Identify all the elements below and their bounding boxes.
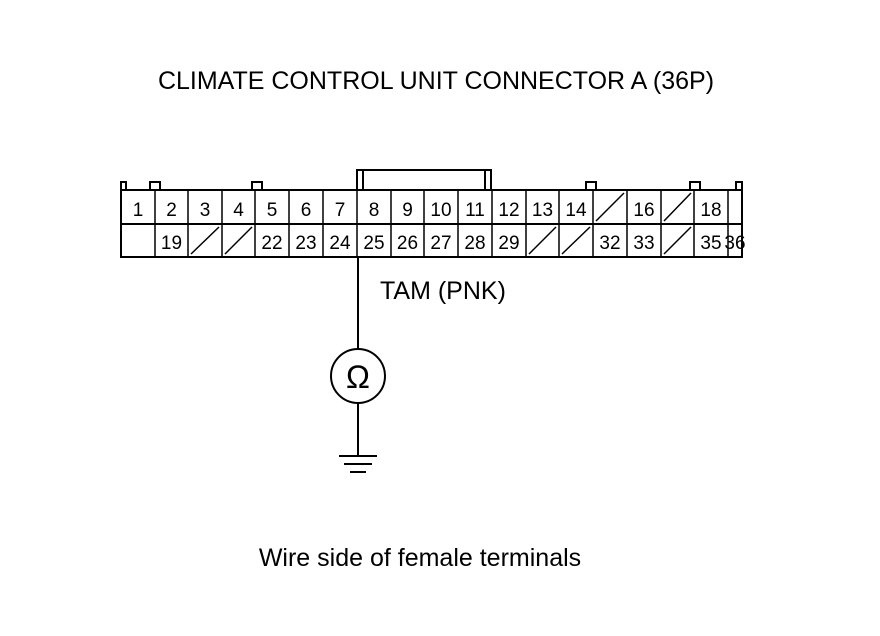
terminal-number: 6	[301, 200, 312, 221]
terminal-number: 32	[599, 233, 620, 254]
terminal-number: 10	[430, 200, 451, 221]
terminal-number: 24	[329, 233, 351, 254]
terminal-number: 3	[200, 200, 211, 221]
terminal-number: 35	[700, 233, 721, 254]
diagram-title: CLIMATE CONTROL UNIT CONNECTOR A (36P)	[158, 67, 714, 95]
terminal-number: 27	[430, 233, 451, 254]
ohmmeter-icon: Ω	[330, 348, 386, 404]
terminal-number: 12	[498, 200, 519, 221]
terminal-number: 2	[166, 200, 177, 221]
ground-icon	[339, 455, 377, 473]
terminal-number: 5	[267, 200, 278, 221]
terminal-number: 13	[532, 200, 553, 221]
terminal-number: 4	[233, 200, 244, 221]
terminal-number: 18	[700, 200, 721, 221]
blank-terminal-slash	[663, 226, 692, 255]
blank-terminal-slash	[528, 226, 557, 255]
terminal-number: 26	[397, 233, 418, 254]
caption: Wire side of female terminals	[259, 544, 581, 572]
blank-terminal-slash	[663, 192, 692, 222]
terminal-number: 14	[565, 200, 587, 221]
wire-label: TAM (PNK)	[380, 277, 506, 305]
terminal-number: 36	[724, 233, 745, 254]
terminal-number: 23	[295, 233, 316, 254]
terminal-number: 22	[261, 233, 282, 254]
terminal-number: 1	[133, 200, 144, 221]
terminal-number: 28	[464, 233, 485, 254]
terminal-number: 8	[369, 200, 380, 221]
blank-terminal-slash	[224, 226, 253, 255]
terminal-number: 29	[498, 233, 519, 254]
terminal-number: 16	[633, 200, 654, 221]
terminal-number: 33	[633, 233, 654, 254]
blank-terminal-slash	[561, 226, 591, 255]
ohm-symbol: Ω	[346, 359, 370, 395]
terminal-number: 9	[402, 200, 413, 221]
terminal-number: 7	[335, 200, 346, 221]
blank-terminal-slash	[595, 192, 625, 222]
terminal-number: 25	[363, 233, 384, 254]
blank-terminal-slash	[190, 226, 220, 255]
terminal-number: 19	[161, 233, 182, 254]
terminal-number: 11	[465, 200, 485, 221]
